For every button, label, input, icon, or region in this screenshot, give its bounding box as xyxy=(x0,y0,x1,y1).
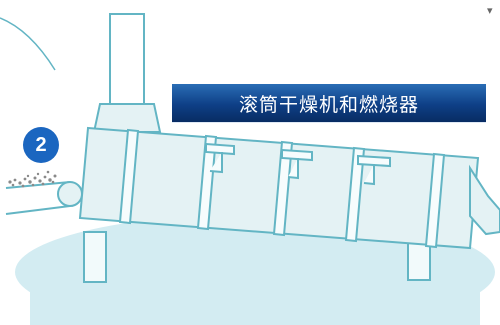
exhaust-stack xyxy=(92,13,162,133)
drum-bands xyxy=(118,128,446,249)
diagram-title: 滚筒干燥机和燃烧器 xyxy=(238,93,419,116)
step-badge: 2 xyxy=(23,127,59,163)
left-outline-curve xyxy=(0,17,56,71)
step-number: 2 xyxy=(35,133,47,156)
feed-conveyor xyxy=(5,181,83,215)
drum-flights xyxy=(205,142,391,186)
discharge-chute xyxy=(469,164,500,236)
corner-marker: ▾ xyxy=(487,4,493,17)
title-banner: 滚筒干燥机和燃烧器 xyxy=(172,84,486,122)
aggregate-material xyxy=(8,170,57,188)
